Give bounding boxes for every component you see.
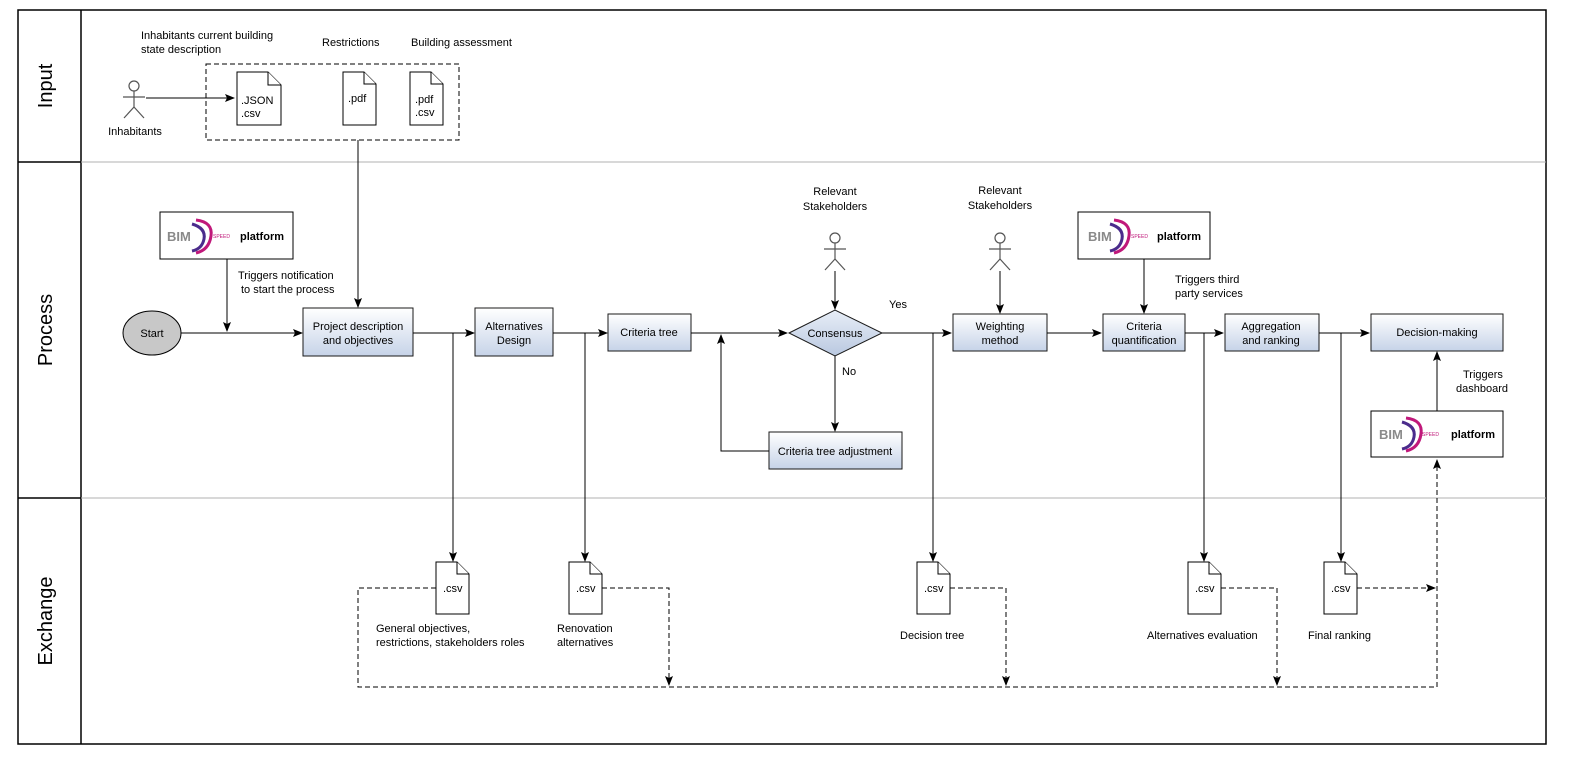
platform-label-2: platform <box>1157 231 1201 243</box>
general-objectives-label-2: restrictions, stakeholders roles <box>376 637 525 649</box>
stakeholders-label-2b: Stakeholders <box>968 200 1033 212</box>
alternatives-evaluation-label: Alternatives evaluation <box>1147 630 1258 642</box>
doc3-ext-1: .pdf <box>415 94 434 106</box>
triggers-dashboard-label-2: dashboard <box>1456 383 1508 395</box>
bimspeed-logo-icon: BIM SPEED <box>167 218 230 255</box>
lane-title-exchange: Exchange <box>35 577 57 666</box>
svg-text:.csv: .csv <box>443 583 463 595</box>
input-group-box <box>205 63 460 141</box>
renovation-label-2: alternatives <box>557 637 614 649</box>
stakeholders-label-2a: Relevant <box>978 185 1021 197</box>
triggers-third-label-1: Triggers third <box>1175 274 1239 286</box>
criteria-tree-task[interactable]: Criteria tree <box>607 313 692 352</box>
decision-tree-label: Decision tree <box>900 630 964 642</box>
triggers-notification-label-2: to start the process <box>241 284 335 296</box>
data-exchange-flows <box>357 459 1441 688</box>
svg-text:Decision-making: Decision-making <box>1396 327 1477 339</box>
stakeholder-actor-icon <box>824 232 846 271</box>
final-ranking-label: Final ranking <box>1308 630 1371 642</box>
no-label: No <box>842 366 856 378</box>
restrictions-label: Restrictions <box>322 37 380 49</box>
triggers-third-label-2: party services <box>1175 288 1243 300</box>
svg-text:quantification: quantification <box>1112 335 1177 347</box>
svg-text:Alternatives: Alternatives <box>485 321 543 333</box>
stakeholders-label-1b: Stakeholders <box>803 201 868 213</box>
pool-frame <box>17 9 1547 745</box>
svg-text:.csv: .csv <box>576 583 596 595</box>
csv-document-icon[interactable]: .csv <box>1323 561 1358 615</box>
doc1-ext-2: .csv <box>241 108 261 120</box>
svg-text:SPEED: SPEED <box>213 234 230 240</box>
svg-text:BIM: BIM <box>1088 229 1112 244</box>
svg-text:Criteria tree adjustment: Criteria tree adjustment <box>778 446 892 458</box>
svg-text:and objectives: and objectives <box>323 335 394 347</box>
svg-text:BIM: BIM <box>167 229 191 244</box>
criteria-adjustment-task[interactable]: Criteria tree adjustment <box>768 431 903 470</box>
weighting-method-task[interactable]: Weighting method <box>952 313 1048 352</box>
stakeholder-actor-icon <box>989 232 1011 271</box>
csv-document-icon[interactable]: .csv <box>916 561 951 615</box>
doc3-ext-2: .csv <box>415 107 435 119</box>
pdf-document-icon[interactable] <box>342 71 377 126</box>
platform-box-1[interactable]: BIM SPEED platform <box>159 211 294 260</box>
svg-text:BIM: BIM <box>1379 427 1403 442</box>
svg-text:Criteria: Criteria <box>1126 321 1162 333</box>
inhabitants-label: Inhabitants <box>108 126 162 138</box>
general-objectives-label-1: General objectives, <box>376 623 470 635</box>
platform-label-1: platform <box>240 231 284 243</box>
triggers-notification-label-1: Triggers notification <box>238 270 334 282</box>
svg-text:SPEED: SPEED <box>1422 432 1439 438</box>
svg-text:Design: Design <box>497 335 531 347</box>
svg-text:and ranking: and ranking <box>1242 335 1300 347</box>
platform-box-2[interactable]: BIM SPEED platform <box>1077 211 1211 260</box>
svg-text:.csv: .csv <box>1331 583 1351 595</box>
yes-label: Yes <box>889 299 907 311</box>
csv-document-icon[interactable]: .csv <box>568 561 603 615</box>
svg-text:Consensus: Consensus <box>807 328 863 340</box>
csv-document-icon[interactable]: .csv <box>435 561 470 615</box>
bimspeed-logo-icon: BIM SPEED <box>1088 218 1148 255</box>
svg-text:.csv: .csv <box>924 583 944 595</box>
svg-text:Criteria tree: Criteria tree <box>620 327 677 339</box>
svg-text:Aggregation: Aggregation <box>1241 321 1300 333</box>
json-csv-document-icon[interactable] <box>236 71 282 126</box>
triggers-dashboard-label-1: Triggers <box>1463 369 1503 381</box>
start-label: Start <box>140 328 163 340</box>
aggregation-ranking-task[interactable]: Aggregation and ranking <box>1224 313 1320 352</box>
project-description-task[interactable]: Project description and objectives <box>302 307 414 357</box>
consensus-gateway[interactable]: Consensus <box>787 309 884 357</box>
lane-title-input: Input <box>35 63 57 108</box>
building-state-label-2: state description <box>141 44 221 56</box>
csv-document-icon[interactable]: .csv <box>1187 561 1222 615</box>
inhabitants-actor-icon <box>123 80 145 119</box>
flow-adjust-loop <box>717 334 769 452</box>
decision-making-task[interactable]: Decision-making <box>1370 313 1504 352</box>
lane-title-process: Process <box>35 294 57 366</box>
renovation-label-1: Renovation <box>557 623 613 635</box>
svg-text:Project description: Project description <box>313 321 404 333</box>
svg-text:SPEED: SPEED <box>1131 234 1148 240</box>
start-event[interactable]: Start <box>122 310 182 356</box>
stakeholders-label-1a: Relevant <box>813 186 856 198</box>
alternatives-design-task[interactable]: Alternatives Design <box>474 307 554 357</box>
platform-label-3: platform <box>1451 429 1495 441</box>
bimspeed-logo-icon: BIM SPEED <box>1379 416 1439 453</box>
pdf-csv-document-icon[interactable] <box>409 71 444 126</box>
building-state-label-1: Inhabitants current building <box>141 30 273 42</box>
criteria-quantification-task[interactable]: Criteria quantification <box>1102 313 1186 352</box>
doc2-ext-1: .pdf <box>348 93 367 105</box>
svg-text:Weighting: Weighting <box>976 321 1025 333</box>
doc1-ext-1: .JSON <box>241 95 273 107</box>
platform-box-3[interactable]: BIM SPEED platform <box>1370 410 1504 458</box>
assessment-label: Building assessment <box>411 37 512 49</box>
svg-text:method: method <box>982 335 1019 347</box>
svg-text:.csv: .csv <box>1195 583 1215 595</box>
